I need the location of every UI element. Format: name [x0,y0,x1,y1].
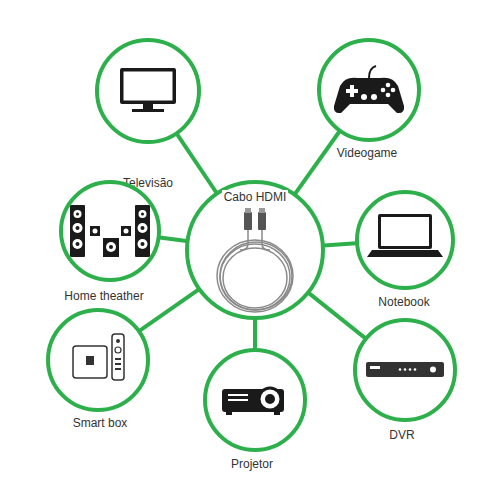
hdmi-connectors [244,208,266,230]
device-label: Projetor [229,457,275,471]
connector [177,134,216,193]
projector-icon [222,388,284,415]
device-label: Notebook [376,295,431,309]
connector [255,319,256,349]
device-label: Smart box [71,416,130,430]
connector [140,290,199,331]
notebook-icon [367,214,443,257]
device-circle: Videogame [317,38,421,142]
hub-circle: Cabo HDMI [185,180,325,320]
hub-label: Cabo HDMI [222,190,289,204]
tv-icon [120,68,176,112]
device-label: DVR [387,428,416,442]
smart-box-icon [73,334,124,380]
device-label: Home theather [62,289,145,303]
connector [160,237,187,241]
device-circle: Smart box [46,308,150,412]
connector [309,293,365,338]
connector [295,132,339,194]
device-circle: Projetor [203,348,307,452]
home-theater-icon [70,205,150,257]
hdmi-cable-icon [217,228,293,312]
connector [324,243,356,245]
device-label: Videogame [335,146,400,160]
device-circle: Home theather [59,180,161,282]
dvr-icon [366,362,444,377]
device-circle: Notebook [355,190,455,290]
device-circle: DVR [353,318,457,422]
gamepad-icon [334,66,404,113]
device-circle: Televisão [95,38,201,144]
